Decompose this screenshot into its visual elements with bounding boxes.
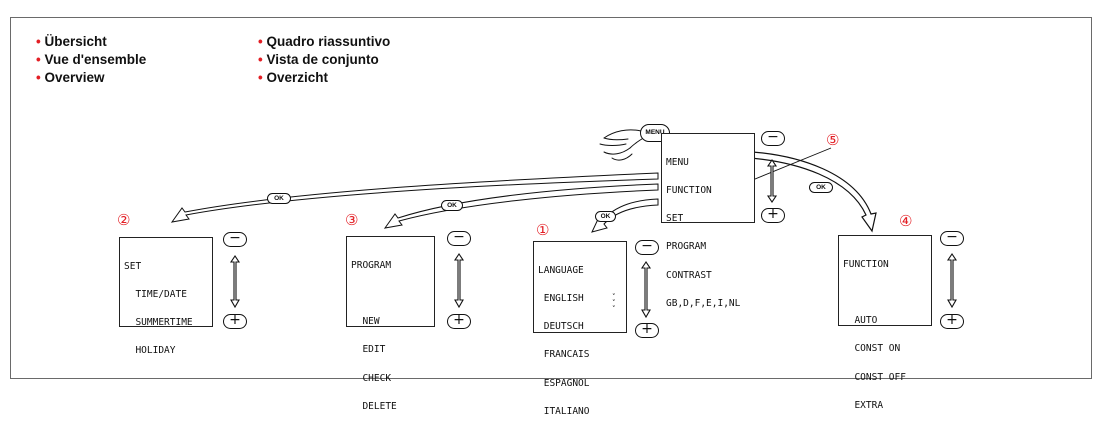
plus-button[interactable]: +	[635, 323, 659, 338]
marker-5: ⑤	[826, 133, 839, 148]
minus-button[interactable]: −	[761, 131, 785, 146]
lcd-line: ITALIANO	[538, 407, 622, 416]
ok-button[interactable]: OK	[441, 200, 463, 211]
arrow-to-function	[736, 151, 876, 231]
lcd-line: LANGUAGE	[538, 266, 622, 275]
lcd-menu: MENU FUNCTION SET PROGRAM CONTRAST GB,D,…	[661, 133, 755, 223]
marker-1: ①	[536, 223, 549, 238]
lcd-line: CHECK	[351, 374, 430, 383]
ok-button[interactable]: OK	[809, 182, 833, 193]
marker-3: ③	[345, 213, 358, 228]
lcd-line: FRANCAIS	[538, 350, 622, 359]
lcd-line: SET	[124, 262, 208, 271]
lcd-program: PROGRAM NEW EDIT CHECK DELETE	[346, 236, 435, 327]
lcd-line: FUNCTION	[666, 186, 750, 195]
marker-4: ④	[899, 214, 912, 229]
lcd-line	[351, 289, 430, 298]
plus-button[interactable]: +	[223, 314, 247, 329]
lcd-line: TIME/DATE	[124, 290, 208, 299]
lcd-line: ENGLISH	[538, 294, 622, 303]
minus-button[interactable]: −	[223, 232, 247, 247]
lcd-line	[843, 288, 927, 297]
lcd-line: ESPAGNOL	[538, 379, 622, 388]
marker-2: ②	[117, 213, 130, 228]
minus-button[interactable]: −	[635, 240, 659, 255]
lcd-line: SUMMERTIME	[124, 318, 208, 327]
hand-icon	[600, 130, 645, 160]
minus-button[interactable]: −	[940, 231, 964, 246]
lcd-line: NEW	[351, 317, 430, 326]
lcd-line: PROGRAM	[666, 242, 750, 251]
lcd-line: CONST ON	[843, 344, 927, 353]
minus-button[interactable]: −	[447, 231, 471, 246]
scroll-indicator: ˅˅˅	[612, 294, 618, 312]
lcd-line: DEUTSCH	[538, 322, 622, 331]
lcd-line: PROGRAM	[351, 261, 430, 270]
lcd-line: SET	[666, 214, 750, 223]
lcd-set: SET TIME/DATE SUMMERTIME HOLIDAY	[119, 237, 213, 327]
lcd-function: FUNCTION AUTO CONST ON CONST OFF EXTRA	[838, 235, 932, 326]
lcd-line: HOLIDAY	[124, 346, 208, 355]
arrow-to-program	[385, 184, 658, 228]
lcd-language: LANGUAGE ENGLISH DEUTSCH FRANCAIS ESPAGN…	[533, 241, 627, 333]
plus-button[interactable]: +	[447, 314, 471, 329]
lcd-line: MENU	[666, 158, 750, 167]
lcd-line: FUNCTION	[843, 260, 927, 269]
lcd-line: CONTRAST	[666, 271, 750, 280]
lcd-line: EDIT	[351, 345, 430, 354]
lcd-line: DELETE	[351, 402, 430, 411]
ok-button[interactable]: OK	[595, 211, 616, 222]
plus-button[interactable]: +	[761, 208, 785, 223]
lcd-line: GB,D,F,E,I,NL	[666, 299, 750, 308]
lcd-line: EXTRA	[843, 401, 927, 410]
lcd-line: CONST OFF	[843, 373, 927, 382]
lcd-line: AUTO	[843, 316, 927, 325]
plus-button[interactable]: +	[940, 314, 964, 329]
ok-button[interactable]: OK	[267, 193, 291, 204]
